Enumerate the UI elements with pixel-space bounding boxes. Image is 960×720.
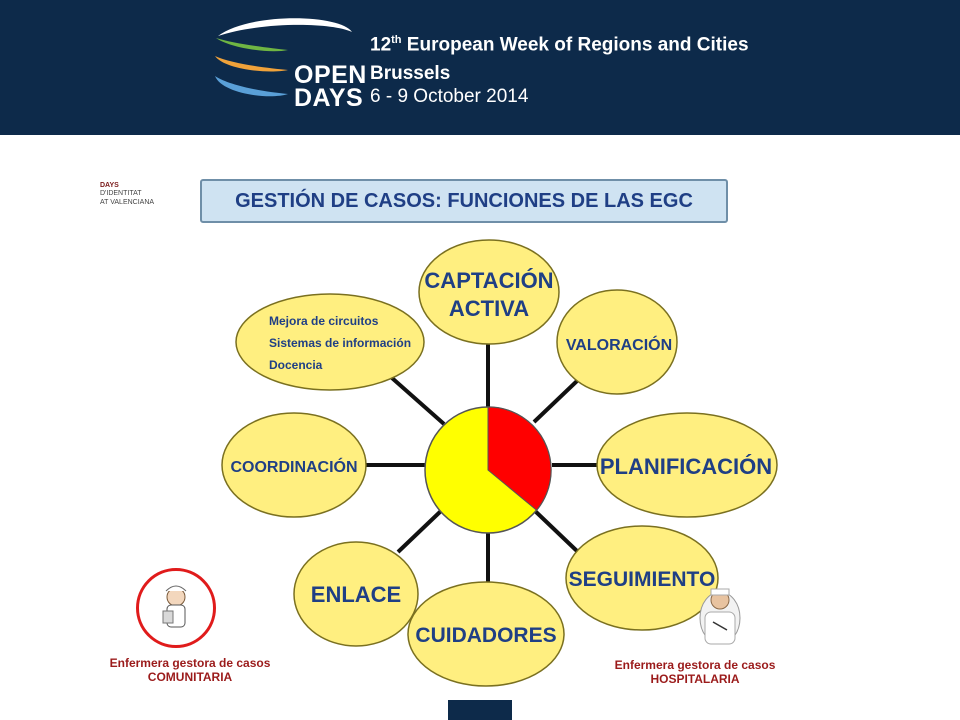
logo-word-days: DAYS [294,84,364,112]
caption-left-line2: COMUNITARIA [147,670,233,684]
label-seguimiento: SEGUIMIENTO [569,568,716,591]
corner-logo-line1: DAYS [100,182,119,189]
pie-red [487,406,552,511]
caption-comunitaria: Enfermera gestora de casos COMUNITARIA [100,656,280,684]
title-suffix: th [391,34,402,46]
center-pie [424,406,552,534]
title-ordinal: 12 [370,34,392,56]
label-captacion-2: ACTIVA [449,296,529,321]
caption-right-line1: Enfermera gestora de casos [614,658,776,672]
label-valoracion: VALORACIÓN [566,335,672,354]
line-valoracion [532,378,580,424]
node-coordinacion [221,412,367,518]
label-otras-3: Docencia [269,358,323,372]
corner-logo-line2: D'IDENTITAT [100,190,142,198]
line-otras [390,376,446,426]
caption-hospitalaria: Enfermera gestora de casos HOSPITALARIA [600,658,790,686]
node-planificacion [596,412,778,518]
caption-right-line2: HOSPITALARIA [650,672,740,686]
label-otras-2: Sistemas de información [269,336,411,350]
event-title: 12th European Week of Regions and Cities [370,34,749,56]
node-enlace [293,541,419,647]
line-enlace [396,508,444,554]
open-days-logo-icon [215,18,352,97]
node-seguimiento [565,525,719,631]
logo-word-open: OPEN [294,61,367,89]
label-captacion-1: CAPTACIÓN [424,268,553,293]
node-valoracion [556,289,678,395]
label-enlace: ENLACE [311,582,401,607]
event-dates: 6 - 9 October 2014 [370,86,529,107]
label-planificacion: PLANIFICACIÓN [600,454,772,479]
corner-logo-line3: AT VALENCIANA [100,198,155,206]
node-captacion [418,239,560,345]
bottom-tab [448,700,512,720]
event-city: Brussels [370,63,451,84]
nurse-left-frame [136,568,216,648]
header-banner: OPEN DAYS 12th European Week of Regions … [0,0,960,135]
node-otras [235,293,425,391]
slide-title: GESTIÓN DE CASOS: FUNCIONES DE LAS EGC [235,189,693,212]
title-rest: European Week of Regions and Cities [401,34,749,56]
caption-left-line1: Enfermera gestora de casos [109,656,271,670]
label-coordinacion: COORDINACIÓN [230,457,357,476]
nurse-right-icon [699,588,741,645]
nurse-left-icon [162,585,187,628]
slide-title-box: GESTIÓN DE CASOS: FUNCIONES DE LAS EGC [200,179,728,223]
node-cuidadores [407,581,565,687]
line-seguimiento [532,508,580,554]
corner-logo: DAYS D'IDENTITAT AT VALENCIANA [100,182,160,207]
label-otras-1: Mejora de circuitos [269,314,379,328]
label-cuidadores: CUIDADORES [415,624,556,647]
